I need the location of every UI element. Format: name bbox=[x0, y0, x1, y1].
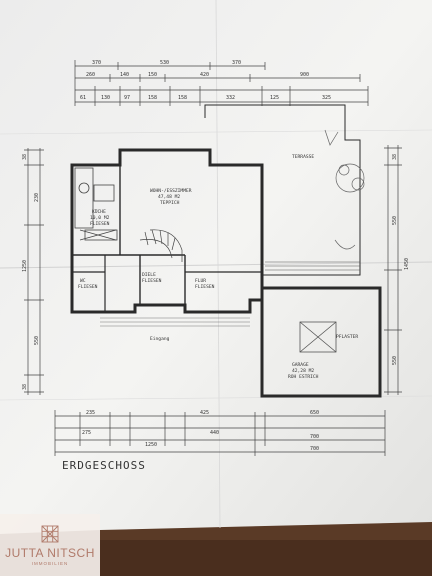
dim-bottom-2: 425 bbox=[200, 410, 209, 416]
dim-top-1: 370 bbox=[92, 60, 101, 66]
label-entry: Eingang bbox=[150, 336, 170, 342]
room-label-living: WOHN-/ESSZIMMER bbox=[150, 188, 192, 194]
dim-bottom-7: 1250 bbox=[145, 442, 157, 448]
dim-top-16: 325 bbox=[322, 95, 331, 101]
brand-subtitle: IMMOBILIEN bbox=[31, 560, 69, 566]
room-area-garage: 42,28 M2 bbox=[292, 368, 314, 374]
room-label-diele: DIELE bbox=[142, 272, 156, 278]
dim-top-9: 61 bbox=[80, 95, 86, 101]
floor-title: ERDGESCHOSS bbox=[62, 459, 146, 472]
label-paving: PFLASTER bbox=[336, 334, 358, 340]
dim-right-4: 550 bbox=[392, 356, 398, 365]
dim-top-12: 158 bbox=[148, 95, 157, 101]
dim-top-7: 420 bbox=[200, 72, 209, 78]
dim-top-8: 900 bbox=[300, 72, 309, 78]
paper-sheet bbox=[0, 0, 432, 534]
brand-name: JUTTA NITSCH bbox=[5, 545, 95, 560]
dim-top-2: 530 bbox=[160, 60, 169, 66]
dim-right-3: 1450 bbox=[404, 258, 410, 270]
dim-left-4: 550 bbox=[34, 336, 40, 345]
room-floor-garage: ROH ESTRICH bbox=[288, 374, 319, 380]
dim-top-11: 97 bbox=[124, 95, 130, 101]
room-floor-diele: FLIESEN bbox=[142, 278, 162, 284]
room-floor-living: TEPPICH bbox=[160, 200, 180, 206]
dim-bottom-8: 700 bbox=[310, 446, 319, 452]
house-grid-icon bbox=[41, 525, 59, 542]
dim-bottom-5: 440 bbox=[210, 430, 219, 436]
dim-top-4: 260 bbox=[86, 72, 95, 78]
room-area-living: 47,48 M2 bbox=[158, 194, 180, 200]
dim-left-2: 230 bbox=[34, 193, 40, 202]
room-label-terrace: TERRASSE bbox=[292, 154, 314, 160]
dim-top-15: 125 bbox=[270, 95, 279, 101]
dim-top-3: 370 bbox=[232, 60, 241, 66]
dim-bottom-3: 650 bbox=[310, 410, 319, 416]
dim-top-14: 332 bbox=[226, 95, 235, 101]
room-area-kitchen: 10,0 M2 bbox=[90, 215, 110, 221]
room-floor-kitchen: FLIESEN bbox=[90, 221, 110, 227]
dim-left-3: 1250 bbox=[22, 260, 28, 272]
dim-bottom-4: 275 bbox=[82, 430, 91, 436]
dim-right-1: 38 bbox=[392, 154, 398, 160]
room-label-kitchen: KÜCHE bbox=[92, 208, 106, 215]
room-floor-flur: FLIESEN bbox=[195, 284, 215, 290]
room-label-flur: FLUR bbox=[195, 278, 206, 284]
dim-bottom-1: 235 bbox=[86, 410, 95, 416]
dim-top-13: 158 bbox=[178, 95, 187, 101]
dim-top-5: 140 bbox=[120, 72, 129, 78]
room-floor-wc: FLIESEN bbox=[78, 284, 98, 290]
dim-top-6: 150 bbox=[148, 72, 157, 78]
room-label-wc: WC bbox=[80, 278, 86, 284]
dim-bottom-6: 700 bbox=[310, 434, 319, 440]
dim-left-5: 38 bbox=[22, 384, 28, 390]
dim-right-2: 550 bbox=[392, 216, 398, 225]
dim-left-1: 38 bbox=[22, 154, 28, 160]
dim-top-10: 130 bbox=[101, 95, 110, 101]
room-label-garage: GARAGE bbox=[292, 362, 309, 368]
brand-logo: JUTTA NITSCH IMMOBILIEN bbox=[0, 514, 100, 576]
